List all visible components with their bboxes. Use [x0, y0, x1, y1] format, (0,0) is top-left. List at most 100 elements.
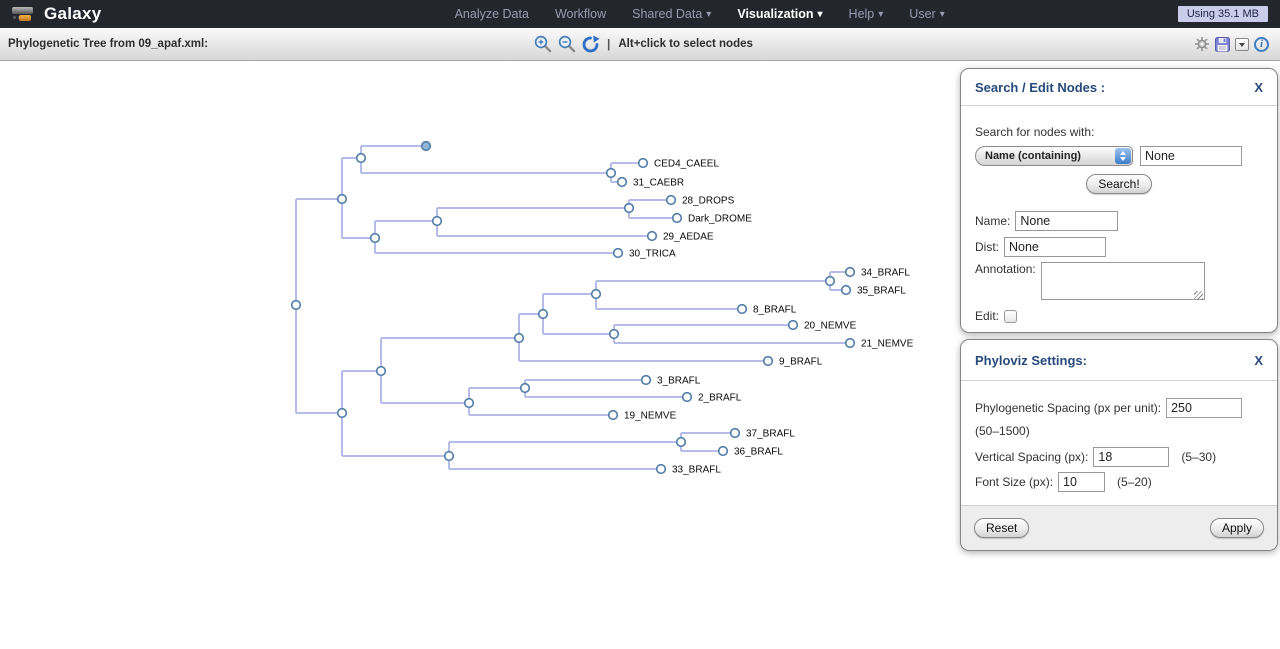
tree-node[interactable]	[537, 308, 549, 320]
galaxy-logo-icon[interactable]	[11, 3, 37, 25]
settings-gear-icon[interactable]	[1194, 36, 1210, 52]
tree-node[interactable]	[336, 407, 348, 419]
tree-node[interactable]	[590, 288, 602, 300]
tree-leaf-node[interactable]	[840, 284, 852, 296]
tree-leaf-node[interactable]	[637, 157, 649, 169]
tree-node[interactable]	[608, 328, 620, 340]
vertical-spacing-input[interactable]	[1093, 447, 1170, 467]
annotation-textarea[interactable]	[1040, 262, 1205, 300]
settings-panel-title: Phyloviz Settings:	[975, 352, 1087, 368]
logo-dot	[13, 16, 16, 19]
masthead: Galaxy Analyze Data Workflow Shared Data…	[0, 0, 1280, 28]
nav-visualization-label: Visualization	[737, 7, 814, 21]
tree-leaf-label: 34_BRAFL	[861, 268, 910, 279]
tree-leaf-node[interactable]	[655, 463, 667, 475]
tree-leaf-node[interactable]	[640, 374, 652, 386]
close-icon[interactable]: X	[1254, 79, 1263, 95]
screenshot-dropdown[interactable]	[1235, 37, 1249, 51]
tree-node[interactable]	[369, 232, 381, 244]
chevron-down-icon	[706, 7, 711, 21]
tree-leaf-node[interactable]	[681, 391, 693, 403]
nav-shared-data-label: Shared Data	[632, 7, 703, 21]
save-icon[interactable]	[1215, 36, 1230, 52]
tree-node[interactable]	[463, 397, 475, 409]
phyloviz-settings-panel: Phyloviz Settings: X Phylogenetic Spacin…	[960, 339, 1278, 551]
toolbar-hint: Alt+click to select nodes	[618, 38, 753, 50]
hint-separator: |	[607, 37, 611, 51]
vertical-spacing-label: Vertical Spacing (px):	[975, 450, 1089, 464]
tree-leaf-node[interactable]	[717, 445, 729, 457]
name-input[interactable]	[1015, 211, 1119, 231]
settings-panel-body: Phylogenetic Spacing (px per unit): (50–…	[961, 398, 1277, 492]
nav-help[interactable]: Help	[836, 7, 897, 21]
name-field-row: Name:	[975, 211, 1263, 231]
logo-bar-orange	[19, 15, 31, 21]
tree-leaf-label: 31_CAEBR	[633, 178, 684, 189]
tree-node[interactable]	[824, 275, 836, 287]
tree-leaf-node[interactable]	[729, 427, 741, 439]
nav-analyze-data[interactable]: Analyze Data	[454, 7, 529, 21]
visualization-toolbar: Phylogenetic Tree from 09_apaf.xml:	[0, 28, 1280, 61]
tree-node-selected[interactable]	[420, 140, 432, 152]
phylo-spacing-input[interactable]	[1166, 398, 1243, 418]
search-edit-nodes-panel: Search / Edit Nodes : X Search for nodes…	[960, 68, 1278, 333]
tree-leaf-node[interactable]	[665, 194, 677, 206]
font-size-row: Font Size (px): (5–20)	[975, 472, 1263, 492]
dist-input[interactable]	[1004, 237, 1106, 257]
tree-leaf-label: 19_NEMVE	[624, 411, 677, 422]
tree-node[interactable]	[675, 436, 687, 448]
tree-node[interactable]	[336, 193, 348, 205]
select-stepper-icon	[1115, 148, 1131, 164]
tree-node[interactable]	[290, 299, 302, 311]
tree-node[interactable]	[443, 450, 455, 462]
tree-node[interactable]	[513, 332, 525, 344]
phylo-tree-svg[interactable]: CED4_CAEEL31_CAEBR28_DROPSDark_DROME29_A…	[0, 61, 960, 649]
font-size-input[interactable]	[1058, 472, 1106, 492]
tree-leaf-node[interactable]	[612, 247, 624, 259]
tree-leaf-label: CED4_CAEEL	[654, 159, 719, 170]
search-button[interactable]: Search!	[1086, 174, 1152, 194]
nav-user[interactable]: User	[896, 7, 957, 21]
apply-button[interactable]: Apply	[1209, 518, 1264, 538]
logo-bar-gray	[12, 7, 33, 14]
tree-leaf-label: 20_NEMVE	[804, 321, 857, 332]
tree-leaf-node[interactable]	[762, 355, 774, 367]
search-criteria-select[interactable]: Name (containing)	[975, 146, 1133, 166]
tree-leaf-node[interactable]	[844, 337, 856, 349]
close-icon[interactable]: X	[1254, 352, 1263, 368]
tree-node[interactable]	[375, 365, 387, 377]
edit-checkbox[interactable]	[1004, 309, 1018, 323]
tree-leaf-node[interactable]	[646, 230, 658, 242]
vertical-spacing-range: (5–30)	[1181, 450, 1217, 464]
nav-visualization[interactable]: Visualization	[724, 7, 835, 21]
zoom-out-icon[interactable]	[557, 34, 578, 54]
usage-badge[interactable]: Using 35.1 MB	[1177, 6, 1268, 22]
info-icon[interactable]	[1254, 36, 1269, 52]
tree-leaf-node[interactable]	[844, 266, 856, 278]
font-size-label: Font Size (px):	[975, 475, 1054, 489]
reset-zoom-icon[interactable]	[581, 35, 600, 54]
tree-node[interactable]	[519, 382, 531, 394]
tree-leaf-node[interactable]	[616, 176, 628, 188]
tree-leaf-node[interactable]	[736, 303, 748, 315]
tree-leaf-node[interactable]	[607, 409, 619, 421]
phylo-spacing-row: Phylogenetic Spacing (px per unit):	[975, 398, 1263, 418]
search-panel-header: Search / Edit Nodes : X	[961, 69, 1277, 106]
search-term-input[interactable]	[1140, 146, 1242, 166]
phylo-spacing-range: (50–1500)	[975, 424, 1030, 438]
zoom-in-icon[interactable]	[533, 34, 554, 54]
nav-shared-data[interactable]: Shared Data	[619, 7, 724, 21]
search-for-nodes-label: Search for nodes with:	[975, 125, 1095, 139]
tree-node[interactable]	[355, 152, 367, 164]
tree-node[interactable]	[431, 215, 443, 227]
nav-workflow[interactable]: Workflow	[554, 7, 607, 21]
tree-node[interactable]	[605, 167, 617, 179]
tree-leaf-node[interactable]	[787, 319, 799, 331]
tree-leaf-node[interactable]	[671, 212, 683, 224]
toolbar-center: | Alt+click to select nodes	[533, 28, 753, 60]
tree-leaf-label: 2_BRAFL	[698, 393, 742, 404]
nav-user-label: User	[909, 7, 936, 21]
reset-button[interactable]: Reset	[974, 518, 1030, 538]
tree-node[interactable]	[623, 202, 635, 214]
resize-grip-icon[interactable]	[1193, 291, 1203, 300]
